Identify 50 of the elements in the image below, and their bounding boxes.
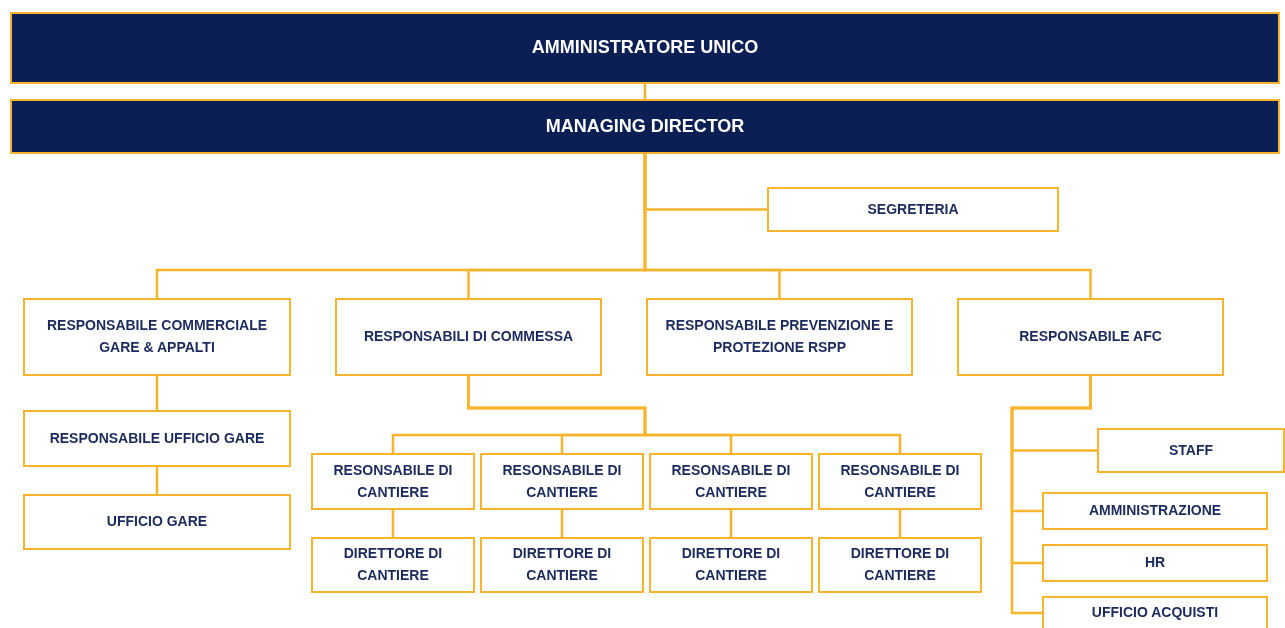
role-title: RESPONSABILE UFFICIO GARE <box>49 428 265 448</box>
org-box <box>23 410 291 467</box>
org-box <box>767 187 1059 232</box>
role-title: RESONSABILE DI CANTIERE <box>670 460 792 502</box>
connector-line <box>898 510 902 537</box>
role-title: RESONSABILE DI CANTIERE <box>839 460 961 502</box>
role-title: DIRETTORE DI CANTIERE <box>342 544 444 585</box>
role-title: HR <box>1144 553 1166 573</box>
org-box <box>1042 492 1268 530</box>
org-box <box>311 537 475 593</box>
org-box <box>10 99 1280 154</box>
connector-line <box>729 510 733 537</box>
org-box <box>1042 596 1268 628</box>
connector-line <box>1010 376 1092 615</box>
org-box <box>1042 544 1268 582</box>
role-title: RESONSABILE DI CANTIERE <box>332 460 454 502</box>
org-box <box>818 453 982 510</box>
role-title: DIRETTORE DI CANTIERE <box>849 544 951 585</box>
role-title: RESPONSABILE COMMERCIALE GARE & APPALTI <box>45 316 269 357</box>
org-box <box>10 12 1280 84</box>
org-box <box>335 298 602 376</box>
connector-line <box>155 467 159 494</box>
org-box <box>311 453 475 510</box>
role-title: UFFICIO GARE <box>106 512 208 532</box>
role-title: UFFICIO ACQUISTI <box>1091 603 1219 623</box>
org-box <box>649 537 813 593</box>
role-title: MANAGING DIRECTOR <box>545 114 745 138</box>
role-title: SEGRETERIA <box>867 199 959 219</box>
connector-line <box>560 510 564 537</box>
org-box <box>818 537 982 593</box>
org-box <box>480 537 644 593</box>
org-box <box>23 298 291 376</box>
org-box <box>480 453 644 510</box>
org-box <box>957 298 1224 376</box>
org-box <box>1097 428 1285 473</box>
org-box <box>646 298 913 376</box>
role-title: AMMINISTRAZIONE <box>1088 501 1222 521</box>
role-title: AMMINISTRATORE UNICO <box>531 36 759 60</box>
role-title: RESPONSABILI DI COMMESSA <box>363 327 574 347</box>
role-title: DIRETTORE DI CANTIERE <box>511 544 613 585</box>
role-title: DIRETTORE DI CANTIERE <box>680 544 782 585</box>
org-box <box>649 453 813 510</box>
role-title: RESPONSABILE AFC <box>1019 327 1162 347</box>
connector-line <box>155 376 159 410</box>
connector-line <box>643 154 1092 298</box>
org-box <box>23 494 291 550</box>
role-title: STAFF <box>1168 440 1214 460</box>
role-title: RESPONSABILE PREVENZIONE E PROTEZIONE RSPP <box>664 316 895 357</box>
role-title: RESONSABILE DI CANTIERE <box>501 460 623 502</box>
connector-line <box>391 510 395 537</box>
